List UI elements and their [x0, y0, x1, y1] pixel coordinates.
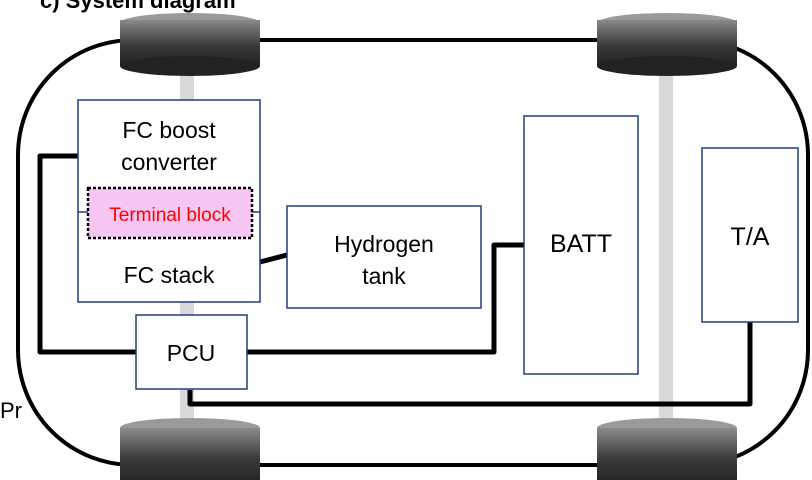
wire-stack-to-tank — [259, 252, 288, 265]
wire-pcu-to-ta — [187, 322, 753, 407]
wheel-icon — [120, 418, 260, 480]
vehicle-body-outline — [16, 38, 810, 467]
wheel-icon — [120, 13, 260, 76]
ta-box — [701, 147, 799, 323]
batt-label: BATT — [550, 230, 612, 258]
hydrogen-tank-label-line2: tank — [362, 263, 406, 289]
fc-boost-converter-label-line2: converter — [121, 149, 217, 175]
side-text-fragment: Pr — [0, 398, 22, 423]
wire-boost-to-pcu — [37, 153, 136, 355]
rear-axle — [659, 55, 673, 430]
wire-pcu-to-batt — [247, 242, 524, 355]
terminal-block-label: Terminal block — [109, 205, 231, 226]
batt-box — [523, 115, 639, 375]
header-fragment: c) System diagram — [40, 0, 236, 13]
hydrogen-tank-box — [286, 205, 482, 309]
terminal-block — [86, 186, 254, 240]
wheel-icon — [597, 418, 737, 480]
ta-label: T/A — [731, 223, 770, 251]
hydrogen-tank-label-line1: Hydrogen — [334, 231, 434, 257]
wheel-icon — [597, 13, 737, 76]
fc-stack-label: FC stack — [124, 262, 215, 288]
wiring — [37, 153, 753, 407]
fc-boost-converter-label-line1: FC boost — [122, 117, 216, 143]
pcu-label: PCU — [167, 340, 216, 366]
pcu-box — [135, 314, 248, 390]
